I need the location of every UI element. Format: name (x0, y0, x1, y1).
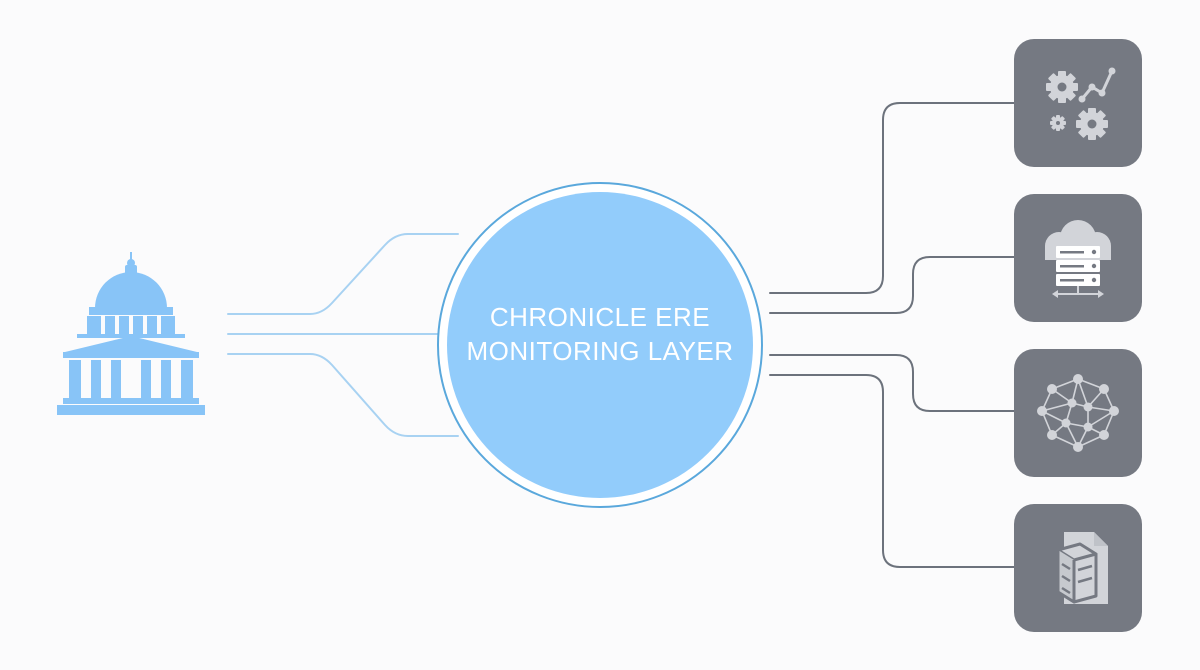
input-wire-upper (227, 233, 459, 315)
output-wires (769, 102, 1015, 568)
output-wire-3 (769, 354, 1015, 412)
hub-title-line-2: MONITORING LAYER (466, 336, 734, 366)
input-wire-mid-lower (227, 353, 459, 437)
government-building-icon (57, 252, 205, 415)
output-wire-2 (769, 256, 1015, 314)
output-wire-1 (769, 102, 1015, 294)
cloud-server-icon (1045, 220, 1111, 298)
service-box-cloud (1014, 194, 1142, 322)
service-box-documents (1014, 504, 1142, 632)
hub-inner-fill (447, 192, 753, 498)
gears-analytics-icon (1046, 67, 1116, 140)
network-mesh-icon (1037, 374, 1119, 452)
service-box-network (1014, 349, 1142, 477)
service-box-analytics (1014, 39, 1142, 167)
input-wires (227, 233, 459, 437)
document-stack-icon (1056, 532, 1108, 604)
monitoring-hub (437, 182, 763, 508)
hub-title: CHRONICLE ERE MONITORING LAYER (427, 300, 773, 368)
output-wire-4 (769, 374, 1015, 568)
hub-title-line-1: CHRONICLE ERE (489, 302, 711, 332)
